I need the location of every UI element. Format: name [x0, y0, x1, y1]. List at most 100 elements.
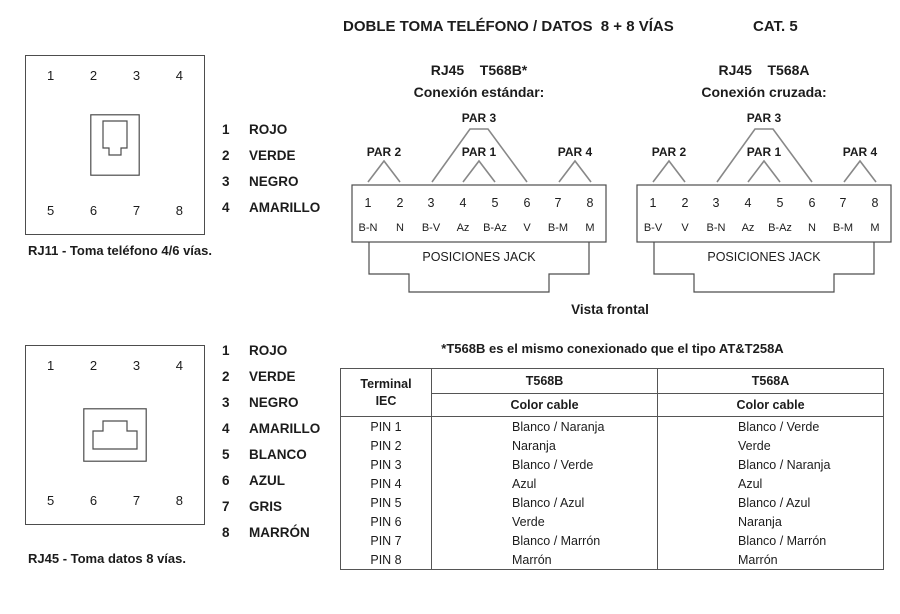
legend-item: 7 GRIS [222, 493, 320, 519]
rj11-jack-icon [90, 114, 140, 176]
legend-item: 2 VERDE [222, 363, 320, 389]
table-row: PIN 8 Marrón Marrón [341, 550, 884, 570]
rj45-socket-box: 1 2 3 4 5 6 7 8 [25, 345, 205, 525]
pin-cell: PIN 3 [370, 457, 402, 472]
par1-label: PAR 1 [462, 145, 497, 159]
pin-code: B-V [422, 222, 441, 234]
par4-arc [558, 159, 592, 183]
rj45-color-legend: 1 ROJO 2 VERDE 3 NEGRO 4 AMARILLO 5 BLAN… [222, 337, 320, 545]
pin-code: B-Az [483, 222, 507, 234]
t568b-footnote: *T568B es el mismo conexionado que el ti… [441, 341, 784, 356]
pin-number: 7 [555, 196, 562, 210]
legend-color: NEGRO [249, 173, 299, 189]
pin-code: B-N [359, 222, 378, 234]
rj11-socket-box: 1 2 3 4 5 6 7 8 [25, 55, 205, 235]
t568a-subtitle: Conexión cruzada: [701, 84, 827, 100]
color-cable-subheader: Color cable [657, 393, 884, 417]
rj45-pin-numbers-top: 1 2 3 4 [26, 358, 204, 373]
legend-color: GRIS [249, 498, 283, 514]
par2-arc [652, 159, 686, 183]
t568b-connector-drawing: PAR 3 PAR 2 PAR 1 PAR 4 1 2 3 4 5 6 7 8 … [351, 111, 607, 293]
table-row: PIN 7 Blanco / Marrón Blanco / Marrón [341, 531, 884, 550]
legend-pin: 1 [222, 342, 230, 358]
pin-code: B-M [833, 222, 853, 234]
pin-number: 4 [460, 196, 467, 210]
pin-cell: PIN 2 [370, 438, 402, 453]
legend-item: 4 AMARILLO [222, 415, 320, 441]
color-code-table: Terminal IEC T568B T568A Color cable Col… [340, 368, 884, 570]
t568a-color-cell: Naranja [657, 512, 884, 531]
rj11-color-legend: 1 ROJO 2 VERDE 3 NEGRO 4 AMARILLO [222, 116, 320, 220]
pin-strip-outline [636, 184, 892, 243]
legend-pin: 8 [222, 524, 230, 540]
pin-code: B-M [548, 222, 568, 234]
legend-pin: 2 [222, 368, 230, 384]
legend-pin: 6 [222, 472, 230, 488]
legend-color: ROJO [249, 342, 288, 358]
pin-code: V [523, 222, 531, 234]
t568b-color-cell: Blanco / Marrón [431, 531, 658, 550]
t568b-color-cell: Verde [431, 512, 658, 531]
t568a-diagram: RJ45 T568A Conexión cruzada: PAR 3 PAR 2… [628, 60, 900, 300]
par4-label: PAR 4 [843, 145, 878, 159]
pin-number: 8 [175, 203, 183, 218]
jack-positions-label: POSICIONES JACK [707, 250, 821, 264]
par4-label: PAR 4 [558, 145, 593, 159]
pin-number: 5 [492, 196, 499, 210]
t568a-color-cell: Blanco / Azul [657, 493, 884, 512]
legend-item: 4 AMARILLO [222, 194, 320, 220]
legend-pin: 3 [222, 173, 230, 189]
t568b-column-header: T568B [431, 368, 658, 394]
pin-cell: PIN 6 [370, 514, 402, 529]
par3-arc [716, 128, 813, 183]
legend-item: 1 ROJO [222, 337, 320, 363]
legend-pin: 3 [222, 394, 230, 410]
pin-number: 5 [47, 493, 55, 508]
table-row: PIN 4 Azul Azul [341, 474, 884, 493]
t568a-color-cell: Blanco / Marrón [657, 531, 884, 550]
pin-number: 3 [132, 358, 141, 373]
legend-item: 8 MARRÓN [222, 519, 320, 545]
pin-code: M [870, 222, 879, 234]
legend-item: 5 BLANCO [222, 441, 320, 467]
pin-number: 2 [397, 196, 404, 210]
jack-positions-label: POSICIONES JACK [422, 250, 536, 264]
pin-number: 5 [777, 196, 784, 210]
legend-item: 2 VERDE [222, 142, 320, 168]
pin-number: 6 [524, 196, 531, 210]
t568a-color-cell: Marrón [657, 550, 884, 570]
t568a-color-cell: Azul [657, 474, 884, 493]
pin-number: 5 [47, 203, 55, 218]
legend-color: VERDE [249, 147, 296, 163]
pin-code: Az [742, 222, 755, 234]
pin-cell: PIN 4 [370, 476, 402, 491]
pin-cell: PIN 7 [370, 533, 402, 548]
par3-label: PAR 3 [462, 111, 497, 125]
pin-strip-outline [351, 184, 607, 243]
t568a-column-header: T568A [657, 368, 884, 394]
pin-number: 7 [132, 493, 141, 508]
pin-cell: PIN 1 [370, 419, 402, 434]
front-view-label: Vista frontal [571, 302, 649, 317]
table-row: PIN 2 Naranja Verde [341, 436, 884, 455]
pin-cell: PIN 8 [370, 552, 402, 567]
t568a-color-cell: Verde [657, 436, 884, 455]
pin-number: 1 [47, 358, 55, 373]
t568b-color-cell: Blanco / Verde [431, 455, 658, 474]
t568b-color-cell: Blanco / Naranja [431, 416, 658, 436]
pin-code: B-V [644, 222, 663, 234]
t568b-color-cell: Blanco / Azul [431, 493, 658, 512]
pin-number: 7 [840, 196, 847, 210]
pin-code: Az [457, 222, 470, 234]
table-row: PIN 5 Blanco / Azul Blanco / Azul [341, 493, 884, 512]
legend-item: 1 ROJO [222, 116, 320, 142]
category-label: CAT. 5 [753, 18, 798, 35]
pin-number: 2 [89, 358, 98, 373]
pin-number: 6 [89, 203, 98, 218]
pin-code: M [585, 222, 594, 234]
pin-number: 1 [365, 196, 372, 210]
pin-number: 3 [132, 68, 141, 83]
pin-number: 8 [175, 493, 183, 508]
pin-number: 6 [89, 493, 98, 508]
jack-silhouette [368, 242, 590, 293]
